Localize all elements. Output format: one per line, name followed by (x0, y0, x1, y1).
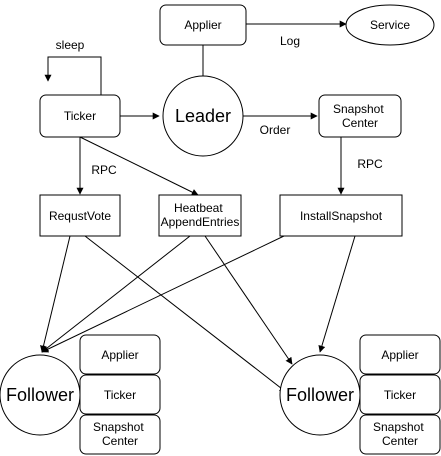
node-snapshot-center-line1: Snapshot (333, 102, 384, 116)
node-service-label: Service (370, 18, 410, 32)
node-snapshot-center: Snapshot Center (318, 94, 402, 138)
edge-requestvote-follower-left (40, 235, 71, 353)
label-log: Log (280, 34, 300, 48)
follower-right-snapshot-line1: Snapshot (373, 420, 424, 434)
label-sleep: sleep (56, 38, 85, 52)
node-request-vote-label: RequstVote (49, 209, 111, 223)
edge-labels: Log sleep Order RPC RPC (56, 34, 383, 177)
node-heartbeat: Heatbeat AppendEntries (158, 194, 242, 237)
edge-installsnapshot-follower-left (41, 235, 285, 353)
node-heartbeat-line1: Heatbeat (174, 201, 223, 215)
edge-installsnapshot-follower-right (318, 235, 356, 353)
label-rpc-right: RPC (357, 157, 383, 171)
edge-ticker-heartbeat (79, 136, 199, 196)
node-applier: Applier (159, 4, 247, 46)
node-snapshot-center-line2: Center (342, 116, 378, 130)
node-applier-label: Applier (184, 18, 221, 32)
follower-left-applier-box (79, 334, 161, 375)
label-order: Order (260, 123, 291, 137)
node-leader: Leader (162, 75, 244, 157)
edge-heartbeat-follower-right (204, 235, 293, 365)
follower-right-ticker-box (359, 374, 441, 415)
node-install-snapshot-label: InstallSnapshot (300, 209, 383, 223)
follower-right-snapshot-box (359, 414, 441, 455)
follower-right-applier-label: Applier (381, 348, 418, 362)
follower-left-snapshot-label: Snapshot Center (93, 420, 147, 448)
follower-left-snapshot-line1: Snapshot (93, 420, 144, 434)
edge-heartbeat-follower-left (41, 235, 191, 353)
node-snapshot-center-label: Snapshot Center (333, 102, 387, 130)
edge-requestvote-follower-right (84, 235, 287, 393)
node-heartbeat-label: Heatbeat AppendEntries (161, 201, 240, 229)
follower-left-applier-label: Applier (101, 348, 138, 362)
follower-left-snapshot-box (79, 414, 161, 455)
node-ticker-label: Ticker (64, 109, 96, 123)
node-heartbeat-line2: AppendEntries (161, 215, 240, 229)
follower-right: Follower Applier Ticker Snapshot Center (279, 334, 441, 455)
node-request-vote: RequstVote (39, 194, 121, 237)
edges (40, 20, 356, 393)
follower-left: Follower Applier Ticker Snapshot Center (0, 334, 161, 455)
label-rpc-left: RPC (91, 163, 117, 177)
follower-left-ticker-box (79, 374, 161, 415)
follower-right-label: Follower (286, 385, 354, 405)
node-leader-label: Leader (175, 106, 231, 126)
follower-right-ticker-label: Ticker (384, 388, 416, 402)
edge-ticker-sleep-loop (44, 56, 102, 95)
follower-left-label: Follower (6, 385, 74, 405)
node-service: Service (345, 4, 435, 46)
node-ticker: Ticker (39, 94, 121, 138)
follower-right-snapshot-label: Snapshot Center (373, 420, 427, 448)
follower-left-ticker-label: Ticker (104, 388, 136, 402)
follower-left-snapshot-line2: Center (102, 434, 138, 448)
follower-right-snapshot-line2: Center (382, 434, 418, 448)
node-install-snapshot: InstallSnapshot (279, 194, 403, 237)
follower-right-applier-box (359, 334, 441, 375)
